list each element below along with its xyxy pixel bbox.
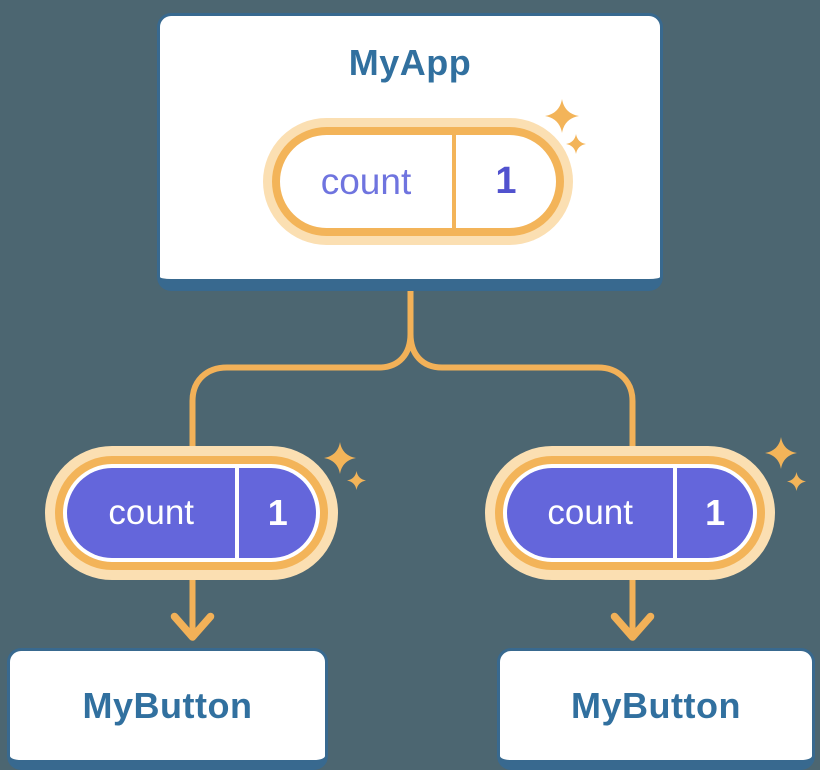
sparkle-icon (324, 442, 356, 474)
component-card-mybutton-left: MyButton (7, 648, 328, 770)
sparkle-icon (545, 99, 579, 133)
prop-pill-fill: count 1 (507, 468, 753, 558)
prop-pill-value: 1 (705, 492, 726, 533)
sparkle-icon (765, 437, 797, 469)
prop-pill-label: count (67, 468, 240, 558)
wire-right-branch (407, 286, 636, 636)
prop-pill-right: count 1 (485, 446, 775, 580)
component-title: MyButton (82, 684, 253, 726)
prop-pill-fill: count 1 (67, 468, 316, 558)
state-pill-value: 1 (495, 160, 517, 202)
component-title: MyApp (348, 42, 472, 83)
component-card-myapp: MyApp count 1 (157, 13, 663, 291)
component-title: MyButton (571, 684, 741, 726)
sparkle-icon (566, 134, 586, 154)
arrow-down-icon (170, 612, 215, 641)
sparkle-icon (787, 472, 806, 491)
state-pill: count 1 (263, 118, 573, 245)
prop-pill-ring: count 1 (495, 456, 765, 570)
component-card-mybutton-right: MyButton (497, 648, 815, 770)
prop-pill-value: 1 (267, 492, 288, 533)
prop-pill-label: count (507, 468, 678, 558)
prop-pill-left: count 1 (45, 446, 338, 580)
sparkle-icon (347, 471, 366, 490)
prop-pill-ring: count 1 (55, 456, 328, 570)
arrow-down-icon (610, 612, 655, 641)
wire-left-branch (189, 286, 414, 636)
state-pill-label: count (280, 135, 456, 228)
state-pill-ring: count 1 (272, 127, 564, 236)
